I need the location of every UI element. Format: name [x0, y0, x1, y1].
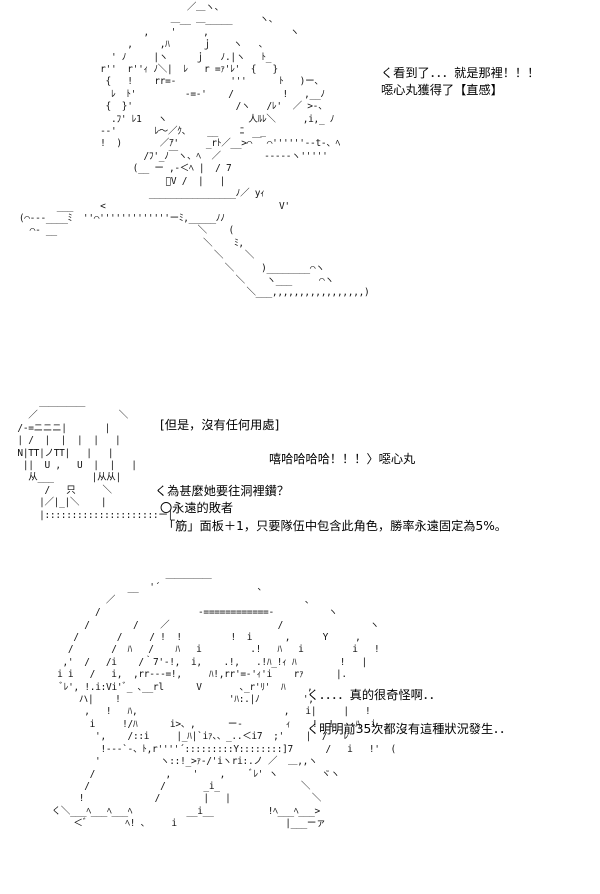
panel2-dialogue-line2: 嘻哈哈哈哈！！！〉噁心丸	[269, 452, 416, 466]
panel3-dialogue-line1: く．．．．真的很奇怪啊．．	[307, 688, 442, 702]
panel1-dialogue-line2: 噁心丸獲得了【直感】	[381, 83, 503, 97]
panel1-dialogue-line1: く看到了．．．就是那裡！！！	[381, 66, 540, 80]
panel3-dialogue-line2: く明明前35次都沒有這種狀況發生．．	[307, 722, 512, 736]
panel2-narration-line1: [但是，沒有任何用處]	[160, 418, 280, 432]
ascii-art-figure-face: ＿＿＿＿＿ __ '´ ､ ／ 、 / -============- ヽ / /…	[51, 570, 397, 830]
ascii-art-figure-pointing: ／＿ヽ、 ＿__ ＿_____ ヽ、 , ' , ヽ , ,ﾊ ｊ ヽ 、 ' …	[18, 2, 370, 299]
panel2-item-name: 〇永遠的敗者	[160, 501, 234, 515]
ascii-art-drill: ＿＿＿＿＿ ／ ＼ /-=ニニニ| | | / | | | | | N|TT|ノ…	[17, 398, 173, 521]
panel2-dialogue-line3: く為甚麼她要往洞裡鑽？	[155, 484, 290, 498]
panel2-item-description: 「筋」面板＋1，只要隊伍中包含此角色，勝率永遠固定為5%。	[163, 519, 507, 533]
